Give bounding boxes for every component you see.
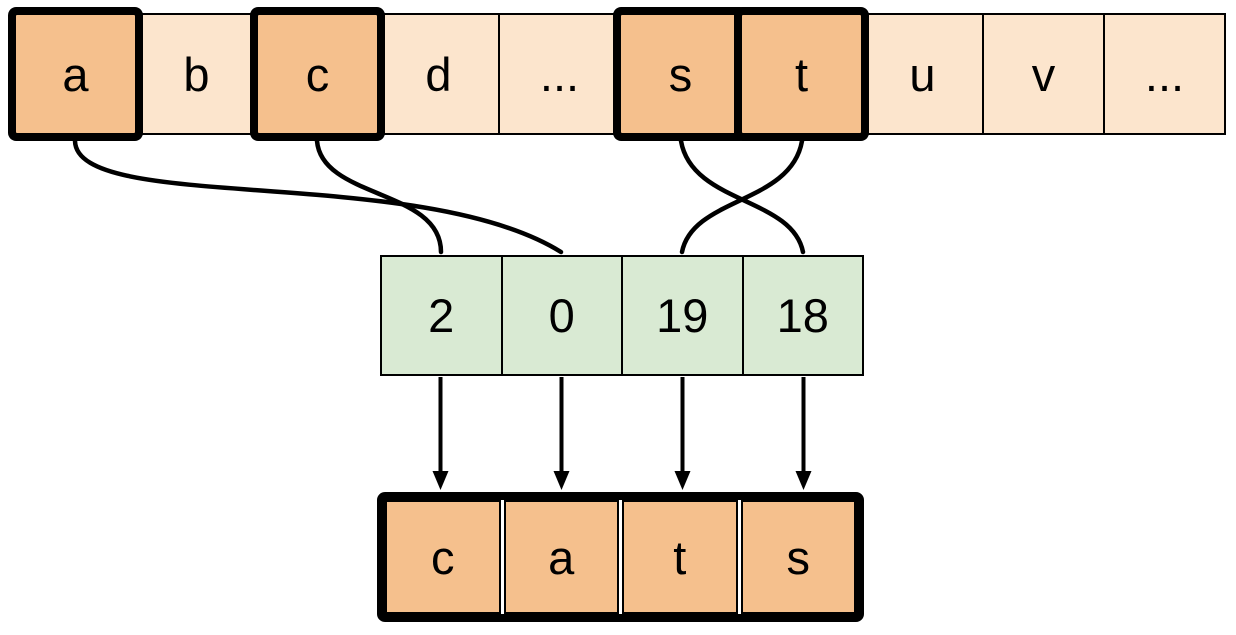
alphabet-cell-d: d: [377, 13, 500, 135]
index-array: 2 0 19 18: [380, 255, 864, 376]
output-cell-t: t: [622, 500, 738, 614]
index-cell-18: 18: [741, 255, 864, 376]
curve-s-to-index-18: [678, 138, 806, 255]
output-cell-c: c: [385, 500, 501, 614]
index-cell-19: 19: [621, 255, 744, 376]
alphabet-cell-t: t: [740, 13, 863, 135]
alphabet-cell-s: s: [619, 13, 742, 135]
alphabet-cell-ellipsis-2: ...: [1103, 13, 1226, 135]
alphabet-cell-b: b: [135, 13, 258, 135]
curve-c-to-index-2: [314, 138, 444, 255]
arrow-down-icon: [432, 471, 449, 490]
index-cell-0: 0: [500, 255, 623, 376]
alphabet-cell-ellipsis-1: ...: [498, 13, 621, 135]
output-cell-a: a: [503, 500, 619, 614]
curve-t-to-index-19: [679, 138, 805, 255]
index-cell-2: 2: [380, 255, 503, 376]
alphabet-cell-v: v: [982, 13, 1105, 135]
arrow-down-icon: [795, 471, 812, 490]
arrow-down-icon: [674, 471, 691, 490]
alphabet-cell-u: u: [861, 13, 984, 135]
output-word-array: c a t s: [377, 492, 864, 622]
curve-a-to-index-0: [72, 138, 564, 255]
alphabet-array: a b c d ... s t u v ...: [14, 13, 1226, 135]
arrow-down-icon: [553, 471, 570, 490]
alphabet-cell-c: c: [256, 13, 379, 135]
alphabet-cell-a: a: [14, 13, 137, 135]
output-cell-s: s: [740, 500, 856, 614]
